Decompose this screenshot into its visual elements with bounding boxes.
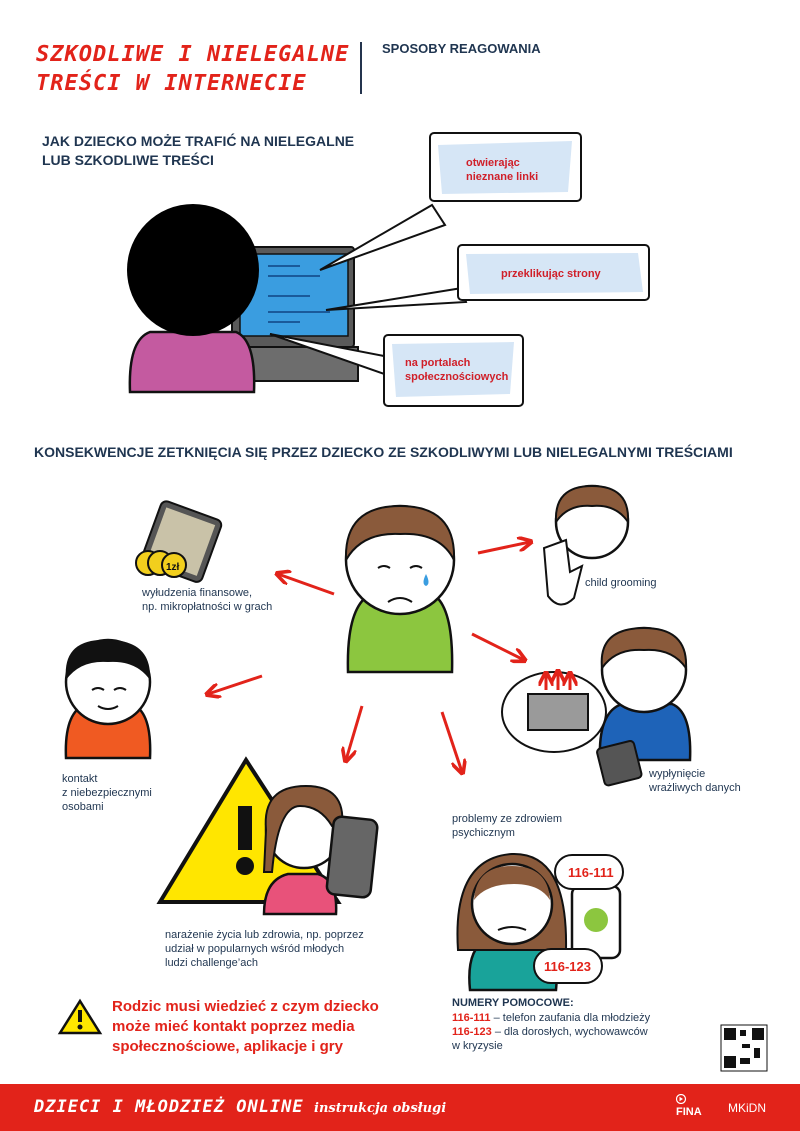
caption-danger-line3: ludzi challenge’ach <box>165 957 258 969</box>
bubble-1-text: otwierając nieznane linki <box>466 156 538 184</box>
consequences-illustration: 1zł 116-111 116-123 <box>57 484 768 1072</box>
page-subtitle: SPOSOBY REAGOWANIA <box>382 41 541 56</box>
helpline-1-text: – telefon zaufania dla młodzieży <box>490 1012 651 1024</box>
helpline-2: 116-123 – dla dorosłych, wychowawców <box>452 1025 648 1039</box>
caption-data-line2: wrażliwych danych <box>649 782 741 794</box>
coin-label: 1zł <box>166 562 180 573</box>
tear-icon <box>423 574 429 586</box>
caption-finance-line1: wyłudzenia finansowe, <box>142 587 253 599</box>
helpline-bubble-2-text: 116-123 <box>544 959 591 974</box>
phone-data-icon <box>596 740 643 787</box>
helpline-bubble-2 <box>533 948 603 984</box>
footer-subtitle: instrukcja obsługi <box>314 1101 447 1116</box>
parent-warning-line2: może mieć kontakt poprzez media <box>112 1018 355 1035</box>
qr-code-icon <box>720 1024 768 1072</box>
section1-heading-line1: JAK DZIECKO MOŻE TRAFIĆ NA NIELEGALNE <box>42 133 355 149</box>
section1-heading-line2: LUB SZKODLIWE TREŚCI <box>42 152 214 168</box>
helpline-2-number: 116-123 <box>452 1026 492 1038</box>
helpline-2-text: – dla dorosłych, wychowawców <box>491 1026 648 1038</box>
caption-contact-line2: z niebezpiecznymi <box>62 787 152 799</box>
helpline-1: 116-111 – telefon zaufania dla młodzieży <box>452 1011 650 1025</box>
parent-warning-line1: Rodzic musi wiedzieć z czym dziecko <box>112 998 379 1015</box>
phone-danger-icon <box>325 815 379 899</box>
page-title-line1: SZKODLIWE I NIELEGALNE <box>36 42 350 67</box>
helpline-tail: w kryzysie <box>452 1040 503 1052</box>
fina-logo: FINA <box>676 1106 702 1118</box>
caption-finance-line2: np. mikropłatności w grach <box>142 601 273 613</box>
parent-warning: Rodzic musi wiedzieć z czym dziecko może… <box>112 997 412 1057</box>
computer-illustration <box>127 132 650 407</box>
footer-bar <box>0 1084 800 1131</box>
play-icon <box>676 1094 687 1104</box>
bubble-1-line1: otwierając <box>466 157 520 169</box>
danger-girl-shirt <box>262 872 338 916</box>
mkidn-logo: MKiDN <box>728 1101 766 1115</box>
caption-health: problemy ze zdrowiem psychicznym <box>452 812 562 840</box>
footer-title: DZIECI I MŁODZIEŻ ONLINE <box>34 1097 304 1117</box>
caption-danger-line2: udział w popularnych wśród młodych <box>165 943 345 955</box>
bubble-1-line2: nieznane linki <box>466 171 539 183</box>
caption-health-line2: psychicznym <box>452 827 515 839</box>
section2-heading: KONSEKWENCJE ZETKNIĘCIA SIĘ PRZEZ DZIECK… <box>34 444 733 460</box>
child-shirt <box>128 330 256 394</box>
arrows <box>208 542 530 772</box>
page-title-line2: TREŚCI W INTERNECIE <box>36 71 307 96</box>
bubble-3-line1: na portalach <box>405 357 471 369</box>
helpline-bubble-1 <box>554 854 624 890</box>
title-divider <box>360 42 362 94</box>
caption-finance: wyłudzenia finansowe, np. mikropłatności… <box>142 586 272 614</box>
helpline-bubble-1-text: 116-111 <box>568 865 614 880</box>
caption-data: wypłynięcie wrażliwych danych <box>649 767 741 795</box>
call-icon <box>584 908 608 932</box>
bubble-2-text: przeklikując strony <box>501 268 601 280</box>
section1-heading: JAK DZIECKO MOŻE TRAFIĆ NA NIELEGALNE LU… <box>42 132 372 170</box>
caption-contact: kontakt z niebezpiecznymi osobami <box>62 772 152 814</box>
bubble-3-text: na portalach społecznościowych <box>405 356 508 384</box>
caption-data-line1: wypłynięcie <box>649 768 706 780</box>
caption-grooming: child grooming <box>585 577 657 589</box>
helplines-title: NUMERY POMOCOWE: <box>452 997 574 1009</box>
bubble-3-line2: społecznościowych <box>405 371 509 383</box>
parent-warning-line3: społecznościowe, aplikacje i gry <box>112 1038 343 1055</box>
helpline-1-number: 116-111 <box>452 1012 491 1024</box>
child-head <box>127 204 259 336</box>
page-title: SZKODLIWE I NIELEGALNE TREŚCI W INTERNEC… <box>36 40 356 98</box>
caption-contact-line1: kontakt <box>62 773 98 785</box>
hand-icon <box>542 538 584 606</box>
caption-health-line1: problemy ze zdrowiem <box>452 813 563 825</box>
caption-danger-line1: narażenie życia lub zdrowia, np. poprzez <box>165 929 364 941</box>
caption-contact-line3: osobami <box>62 801 104 813</box>
caption-danger: narażenie życia lub zdrowia, np. poprzez… <box>165 928 364 970</box>
folder-icon <box>527 693 589 731</box>
